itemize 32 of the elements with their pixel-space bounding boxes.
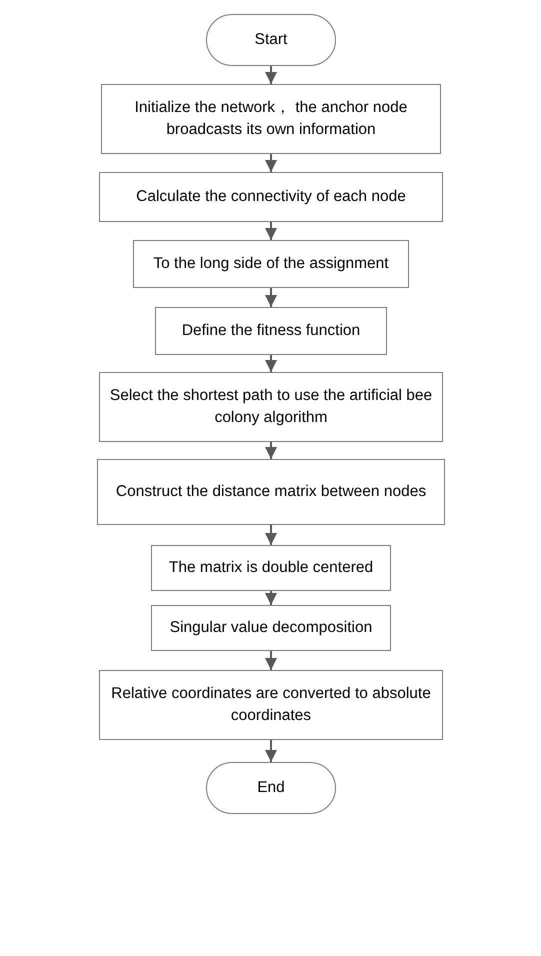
terminal-shape — [206, 762, 336, 814]
process-box — [97, 459, 445, 525]
step-text: Construct the distance matrix between nodes — [116, 482, 426, 502]
process-box — [99, 670, 443, 740]
process-box — [101, 84, 441, 154]
process-box — [151, 605, 391, 651]
arrow — [265, 525, 277, 545]
process-box — [133, 240, 409, 288]
step-text: End — [257, 778, 285, 798]
process-box — [99, 172, 443, 222]
process-box — [151, 545, 391, 591]
arrow — [265, 66, 277, 84]
step-text: Relative coordinates are converted to absolute coordinates — [110, 684, 432, 726]
arrow — [265, 740, 277, 762]
arrow — [265, 651, 277, 670]
step-text: Initialize the network， the anchor node broadcasts its own information — [134, 98, 408, 140]
arrow — [265, 222, 277, 240]
step-text: Select the shortest path to use the artificial bee colony algorithm — [108, 386, 434, 428]
step-text: Calculate the connectivity of each node — [136, 186, 406, 207]
step-text: Singular value decomposition — [170, 618, 372, 638]
step-text: The matrix is double centered — [168, 558, 374, 578]
arrow — [265, 154, 277, 172]
arrow — [265, 288, 277, 307]
terminal-shape — [206, 14, 336, 66]
arrow — [265, 442, 277, 459]
step-text: To the long side of the assignment — [153, 254, 389, 274]
process-box — [155, 307, 387, 355]
step-text: Start — [254, 30, 288, 50]
step-text: Define the fitness function — [182, 320, 360, 341]
arrow — [265, 591, 277, 605]
process-box — [99, 372, 443, 442]
arrow — [265, 355, 277, 372]
